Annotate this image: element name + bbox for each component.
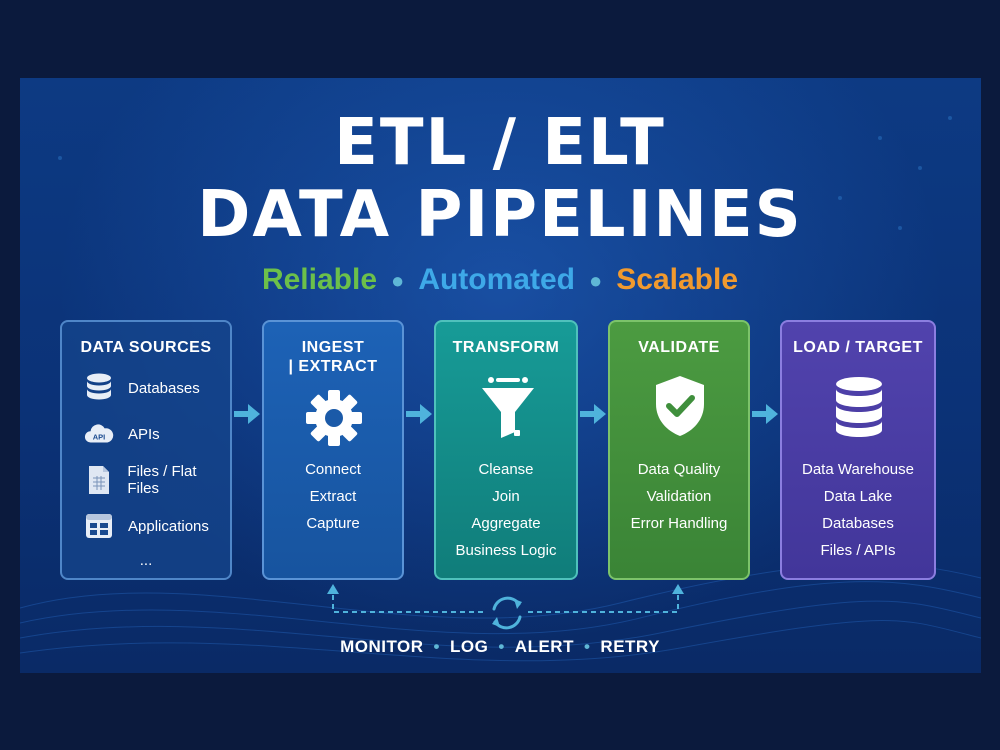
validate-list: Data Quality Validation Error Handling — [610, 456, 748, 537]
card-transform: TRANSFORM Cleanse Join Aggregate Busines… — [434, 320, 578, 580]
arrow-right-icon — [406, 404, 432, 424]
arrow-right-icon — [234, 404, 260, 424]
footer-separator: • — [498, 637, 505, 656]
tagline-separator: ● — [588, 268, 603, 294]
database-icon — [84, 373, 114, 403]
card-title-validate: VALIDATE — [638, 339, 720, 356]
transform-item: Aggregate — [471, 515, 541, 532]
card-title-data-sources: DATA SOURCES — [80, 339, 212, 356]
card-validate: VALIDATE Data Quality Validation Error H… — [608, 320, 750, 580]
ingest-item: Extract — [309, 488, 357, 505]
title-line-1: ETL / ELT — [334, 106, 666, 180]
cycle-icon — [492, 596, 522, 630]
arrow-right-icon — [580, 404, 606, 424]
footer-operations: MONITOR • LOG • ALERT • RETRY — [0, 637, 1000, 657]
svg-text:API: API — [93, 433, 106, 442]
source-more: ... — [139, 552, 153, 569]
database-icon — [834, 376, 884, 443]
ingest-list: Connect Extract Capture — [264, 456, 402, 537]
footer-separator: • — [433, 637, 440, 656]
gear-icon — [304, 388, 364, 453]
tagline: Reliable ● Automated ● Scalable — [0, 262, 1000, 299]
transform-list: Cleanse Join Aggregate Business Logic — [436, 456, 576, 564]
source-label: Databases — [128, 379, 200, 397]
transform-item: Cleanse — [478, 461, 534, 478]
source-item-files: Files / Flat Files — [84, 463, 230, 497]
ingest-item: Connect — [305, 461, 361, 478]
card-title-transform: TRANSFORM — [452, 339, 560, 356]
source-label: Files / Flat Files — [127, 463, 197, 497]
validate-item: Data Quality — [637, 461, 721, 478]
ingest-item: Capture — [306, 515, 360, 532]
source-label: APIs — [128, 425, 160, 443]
load-list: Data Warehouse Data Lake Databases Files… — [782, 456, 934, 564]
footer-item-log: LOG — [450, 637, 489, 656]
load-item: Databases — [822, 515, 894, 532]
footer-item-retry: RETRY — [600, 637, 660, 656]
card-data-sources: DATA SOURCES Databases API APIs Files / … — [60, 320, 232, 580]
tagline-automated: Automated — [418, 263, 575, 296]
card-title-load: LOAD / TARGET — [793, 339, 923, 356]
shield-check-icon — [652, 374, 708, 443]
arrow-right-icon — [752, 404, 778, 424]
tagline-separator: ● — [391, 268, 405, 294]
funnel-icon — [478, 374, 538, 449]
source-item-apis: API APIs — [84, 418, 160, 450]
api-cloud-icon: API — [84, 419, 114, 449]
transform-item: Business Logic — [455, 542, 557, 559]
file-icon — [84, 465, 113, 495]
card-title-ingest: INGEST — [301, 339, 365, 356]
card-title-extract: | EXTRACT — [288, 358, 378, 375]
tagline-reliable: Reliable — [261, 263, 378, 296]
footer-separator: • — [583, 637, 591, 656]
application-icon — [84, 511, 114, 541]
tagline-scalable: Scalable — [616, 263, 739, 296]
card-ingest-extract: INGEST | EXTRACT Connect Extract Capture — [262, 320, 404, 580]
load-item: Data Warehouse — [801, 461, 914, 478]
load-item: Files / APIs — [820, 542, 896, 559]
card-load-target: LOAD / TARGET Data Warehouse Data Lake D… — [780, 320, 936, 580]
transform-item: Join — [492, 488, 520, 505]
source-item-databases: Databases — [84, 372, 200, 404]
validate-item: Error Handling — [630, 515, 728, 532]
footer-item-alert: ALERT — [514, 637, 574, 656]
footer-item-monitor: MONITOR — [340, 637, 424, 656]
title-line-2: DATA PIPELINES — [197, 178, 803, 252]
validate-item: Validation — [646, 488, 712, 505]
source-label: Applications — [128, 517, 209, 535]
source-item-applications: Applications — [84, 510, 209, 542]
load-item: Data Lake — [823, 488, 893, 505]
